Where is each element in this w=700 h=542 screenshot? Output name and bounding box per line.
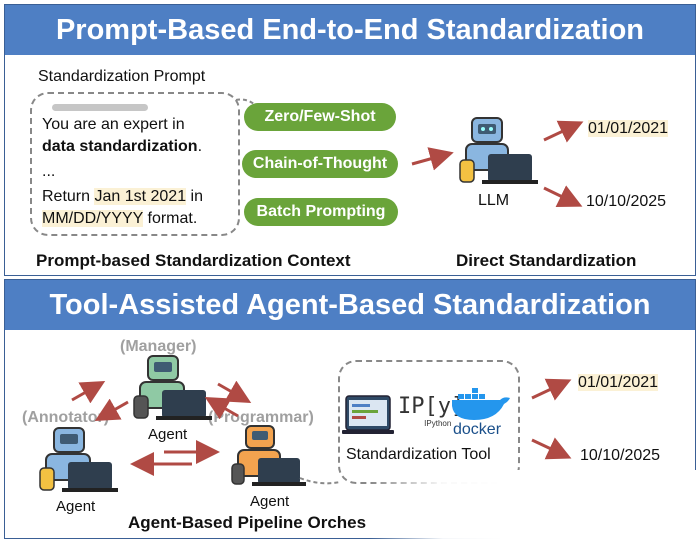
prompt-line-2-bold: data standardization (42, 138, 198, 155)
prompt-line-5b: format. (143, 210, 198, 227)
prompt-line-1: You are an expert in (42, 116, 185, 133)
annotator-agent-label: Agent (56, 498, 96, 515)
prompt-line-4a: Return (42, 188, 95, 205)
bottom-output-2: 10/10/2025 (580, 447, 661, 464)
programmer-robot-icon (231, 425, 306, 486)
prompt-connector (235, 98, 255, 105)
ipython-sub-text: IPython (424, 419, 452, 428)
docker-icon (452, 388, 510, 420)
arrow-llm-to-output-1 (543, 120, 584, 143)
prompt-format-highlight: MM/DD/YYYY (42, 210, 144, 227)
arrow-methods-to-llm (411, 147, 454, 171)
prompt-line-2-end: . (197, 138, 203, 155)
manager-robot-icon (133, 355, 212, 420)
top-output-1: 01/01/2021 (588, 120, 669, 137)
top-output-2: 10/10/2025 (586, 193, 667, 210)
prompt-context-caption: Prompt-based Standardization Context (36, 251, 351, 270)
prompt-line-5: MM/DD/YYYY format. (42, 210, 197, 228)
prompt-grey-bar (52, 104, 148, 111)
annotator-robot-icon (39, 427, 118, 492)
annotator-role-label: (Annotator) (22, 409, 110, 426)
method-pill-zero-few-shot: Zero/Few-Shot (244, 103, 396, 131)
manager-role-label: (Manager) (120, 338, 197, 355)
arrow-manager-to-programmer (217, 380, 252, 403)
arrow-manager-to-annotator (94, 398, 129, 421)
agent-based-title: Tool-Assisted Agent-Based Standardizatio… (5, 280, 695, 330)
arrow-tool-to-output-2 (531, 437, 572, 460)
llm-robot-icon (459, 117, 538, 184)
arrow-programmer-to-manager (204, 397, 239, 420)
manager-agent-label: Agent (148, 426, 188, 443)
direct-standardization-caption: Direct Standardization (456, 251, 637, 270)
prompt-line-4: Return Jan 1st 2021 in (42, 188, 203, 206)
caption-fade-overlay (370, 470, 700, 542)
method-pill-batch-prompting: Batch Prompting (244, 198, 398, 226)
prompt-date-highlight: Jan 1st 2021 (94, 188, 187, 205)
arrow-llm-to-output-2 (543, 185, 583, 207)
method-pill-chain-of-thought: Chain-of-Thought (242, 150, 398, 178)
arrow-annotator-to-manager (71, 381, 106, 404)
prompt-box (30, 92, 240, 236)
docker-text: docker (453, 421, 502, 438)
prompt-label: Standardization Prompt (38, 68, 206, 85)
code-editor-icon (342, 395, 394, 434)
prompt-line-4b: in (186, 188, 203, 205)
prompt-based-title: Prompt-Based End-to-End Standardization (5, 5, 695, 55)
agent-pipeline-caption: Agent-Based Pipeline Orches (128, 513, 367, 532)
prompt-line-2: data standardization. (42, 138, 202, 156)
tool-connector (299, 477, 341, 485)
arrow-tool-to-output-1 (531, 378, 572, 401)
llm-label: LLM (478, 192, 510, 209)
bottom-output-1: 01/01/2021 (578, 374, 659, 391)
programmer-agent-label: Agent (250, 493, 290, 510)
prompt-line-3: ... (42, 163, 56, 180)
tool-label: Standardization Tool (346, 446, 491, 463)
